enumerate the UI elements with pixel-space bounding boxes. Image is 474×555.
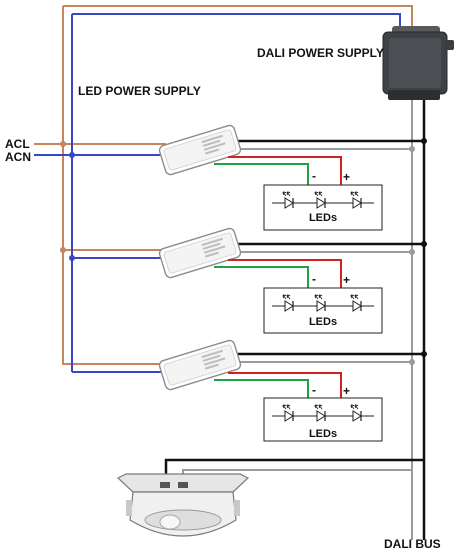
- dali-sensor: [116, 473, 250, 537]
- led-diode-icon: [314, 191, 326, 209]
- led-diode-icon: [282, 191, 294, 209]
- bus-gray-junction: [409, 249, 415, 255]
- leds-label-1: LEDs: [309, 212, 337, 224]
- leds-label-3: LEDs: [309, 428, 337, 440]
- led-power-supply-label: LED POWER SUPPLY: [78, 84, 201, 98]
- bus-gray-junction: [409, 146, 415, 152]
- led-driver-3: [158, 339, 242, 391]
- led-strip-2: [263, 287, 383, 334]
- led-strips: [263, 184, 383, 442]
- dali-bus-wiring: [164, 98, 427, 540]
- bus-black-junction: [421, 241, 427, 247]
- minus-mark-1: -: [312, 169, 316, 183]
- dali-power-supply-device: [382, 26, 454, 100]
- minus-mark-3: -: [312, 383, 316, 397]
- acl-label: ACL: [5, 137, 30, 151]
- plus-mark-3: +: [343, 384, 350, 398]
- led-strip-3: [263, 397, 383, 442]
- led-plus-wire-1: [228, 156, 342, 185]
- led-diode-icon: [282, 294, 294, 312]
- led-diode-icon: [282, 404, 294, 422]
- led-minus-wire-2: [214, 266, 309, 288]
- led-strip-1: [263, 184, 383, 231]
- led-minus-wire-3: [214, 379, 309, 398]
- led-plus-wire-3: [228, 372, 342, 398]
- led-diode-icon: [350, 191, 362, 209]
- led-diode-icon: [350, 294, 362, 312]
- led-minus-wire-1: [214, 163, 309, 185]
- dali-bus-label: DALI BUS: [384, 537, 441, 551]
- bus-black-junction: [421, 351, 427, 357]
- led-diode-icon: [314, 404, 326, 422]
- neutral-junction: [69, 255, 75, 261]
- plus-mark-2: +: [343, 273, 350, 287]
- live-wire-top: [63, 5, 413, 30]
- led-plus-wire-2: [228, 259, 342, 288]
- dali-power-supply-label: DALI POWER SUPPLY: [257, 46, 384, 60]
- neutral-wire-top: [72, 13, 401, 32]
- bus-black-sensor: [164, 458, 424, 480]
- neutral-junction: [69, 152, 75, 158]
- leds-label-2: LEDs: [309, 316, 337, 328]
- live-junction: [60, 141, 66, 147]
- led-diode-icon: [314, 294, 326, 312]
- led-driver-1: [158, 124, 242, 176]
- led-diode-icon: [350, 404, 362, 422]
- mains-wiring: [34, 5, 413, 373]
- led-output-wiring: [214, 156, 342, 398]
- minus-mark-2: -: [312, 272, 316, 286]
- bus-black-junction: [421, 138, 427, 144]
- bus-gray-junction: [409, 359, 415, 365]
- live-junction: [60, 247, 66, 253]
- led-driver-2: [158, 227, 242, 279]
- plus-mark-1: +: [343, 170, 350, 184]
- acn-label: ACN: [5, 150, 31, 164]
